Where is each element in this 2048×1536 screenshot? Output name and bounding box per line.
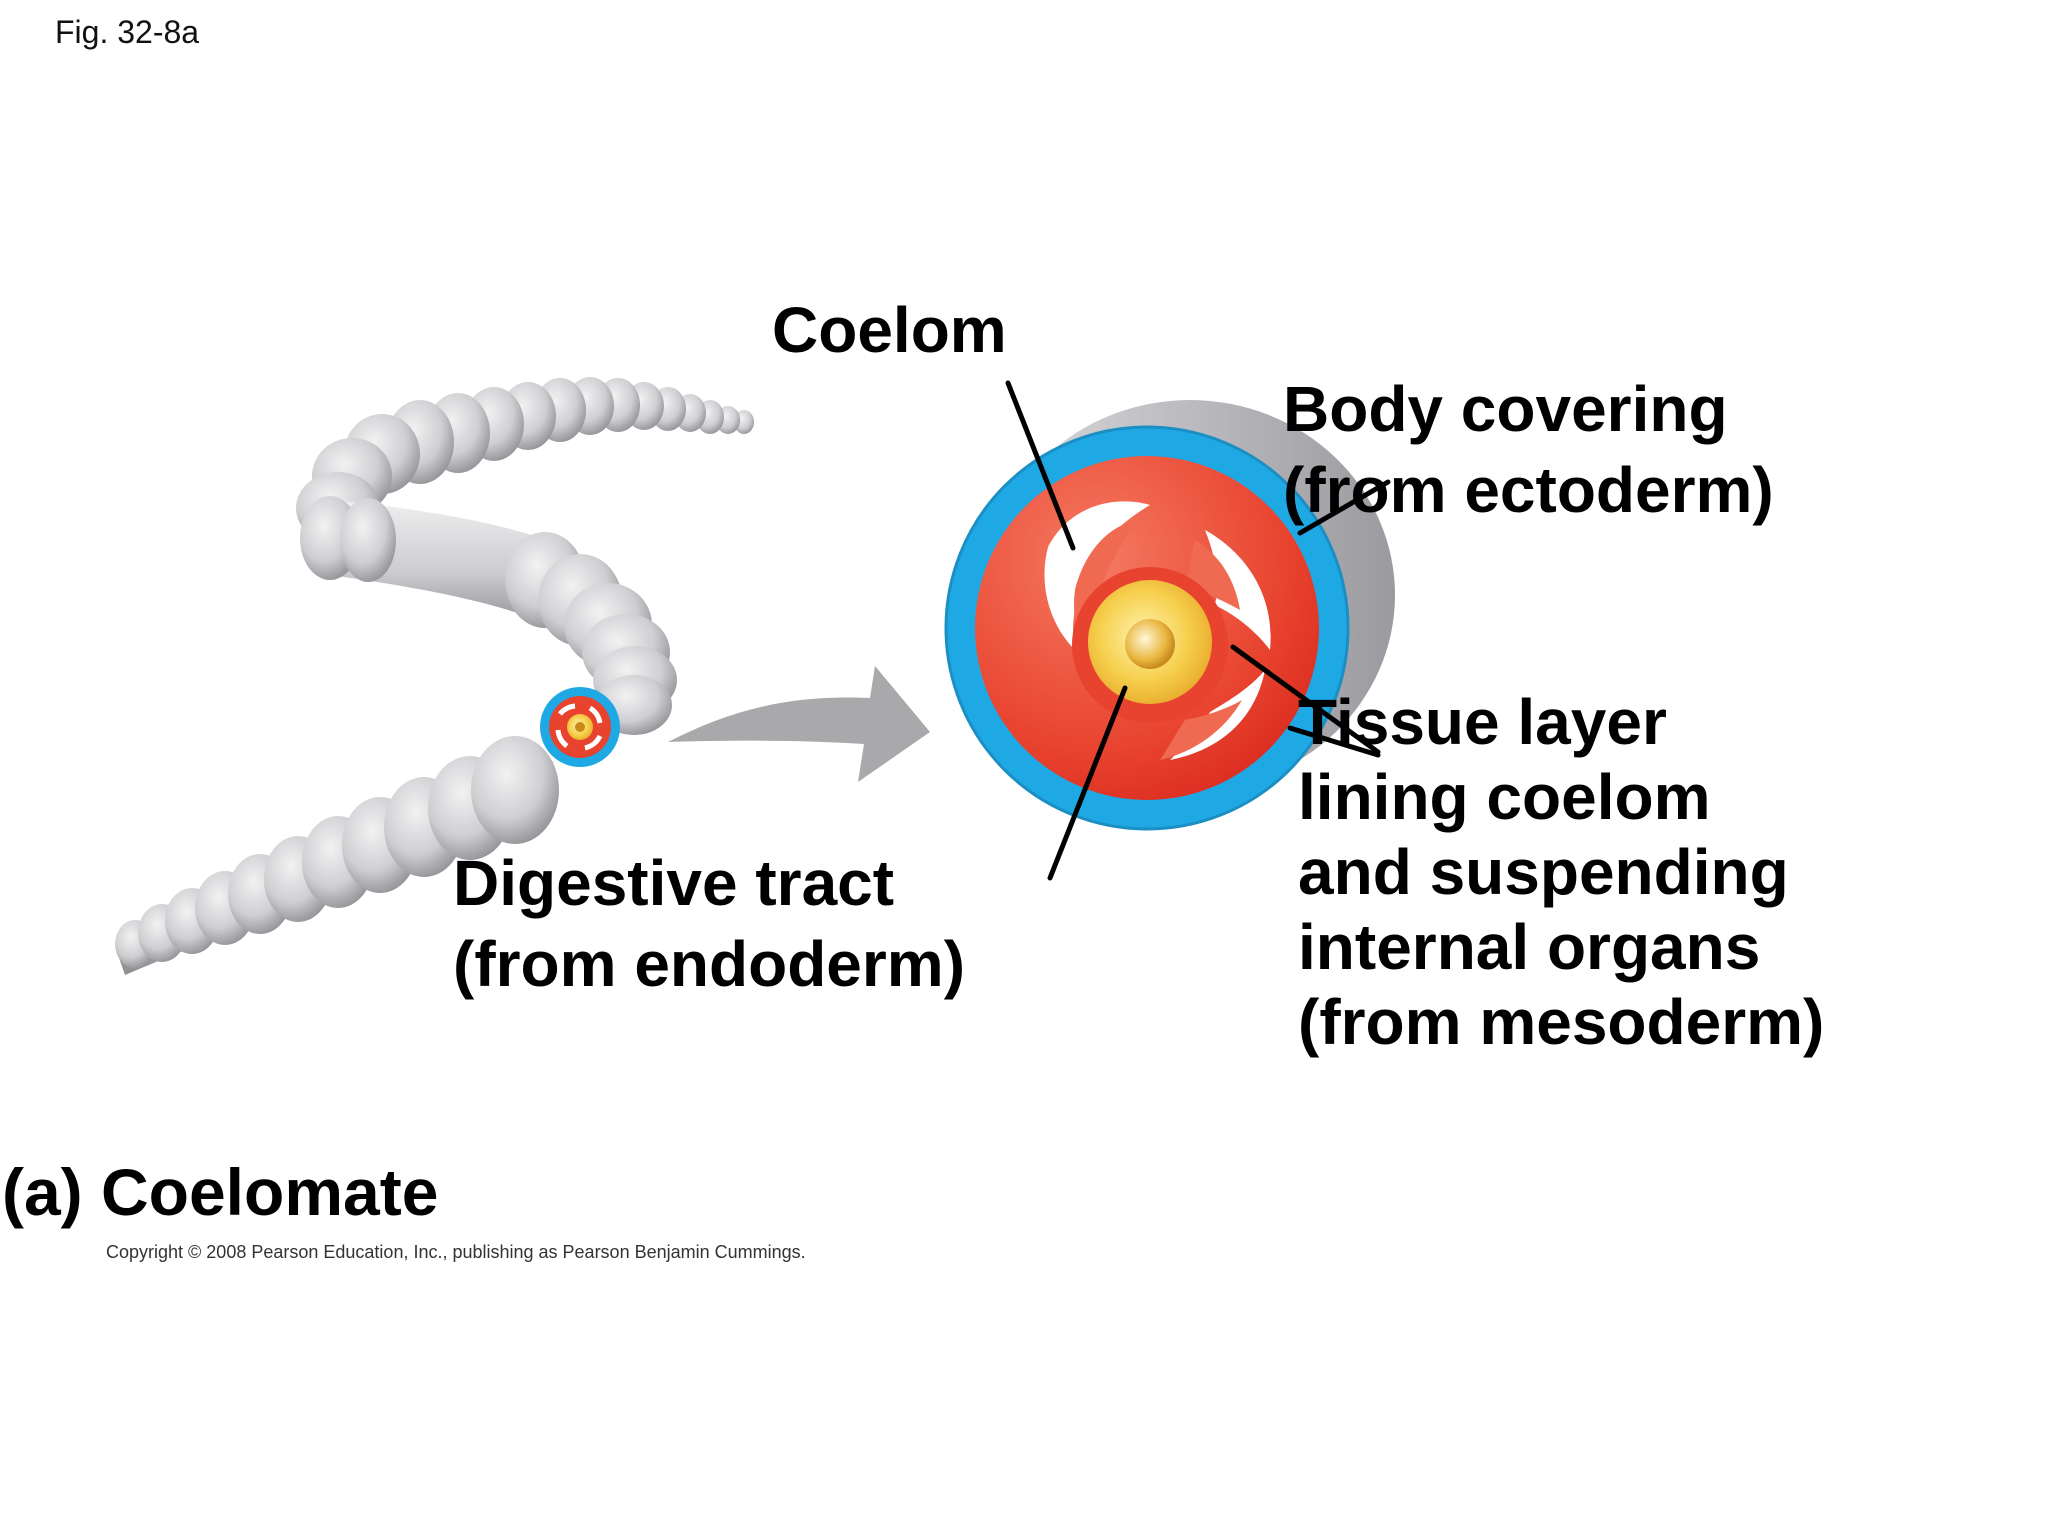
earthworm-illustration bbox=[115, 377, 754, 975]
digestive-tract-line-1: Digestive tract bbox=[453, 847, 895, 919]
copyright-notice: Copyright © 2008 Pearson Education, Inc.… bbox=[106, 1242, 806, 1262]
tissue-layer-line-5: (from mesoderm) bbox=[1298, 986, 1825, 1058]
worm-upper-segments bbox=[296, 377, 754, 544]
zoom-arrow bbox=[668, 666, 930, 782]
tissue-layer-line-2: lining coelom bbox=[1298, 761, 1711, 833]
panel-title: (a) Coelomate bbox=[2, 1155, 439, 1229]
digestive-tract-leader bbox=[1047, 685, 1128, 881]
body-covering-line-1: Body covering bbox=[1283, 373, 1728, 445]
coelom-leader bbox=[1005, 380, 1076, 551]
coelom-label: Coelom bbox=[772, 294, 1007, 366]
worm-cut-cross-section bbox=[540, 687, 620, 767]
body-covering-line-2: (from ectoderm) bbox=[1283, 454, 1774, 526]
tissue-layer-line-1: Tissue layer bbox=[1298, 686, 1667, 758]
body-covering-label: Body covering (from ectoderm) bbox=[1283, 369, 1774, 531]
tissue-layer-label: Tissue layer lining coelom and suspendin… bbox=[1298, 685, 1824, 1060]
tissue-layer-line-3: and suspending bbox=[1298, 836, 1789, 908]
body-covering-leader bbox=[1297, 479, 1391, 536]
large-cross-section bbox=[944, 400, 1395, 831]
leader-lines bbox=[1005, 380, 1391, 881]
digestive-tract-line-2: (from endoderm) bbox=[453, 928, 965, 1000]
tissue-layer-line-4: internal organs bbox=[1298, 911, 1761, 983]
digestive-tract-label: Digestive tract (from endoderm) bbox=[453, 843, 965, 1005]
gut-lumen bbox=[1125, 619, 1175, 669]
worm-lower-segments bbox=[115, 736, 559, 968]
tissue-layer-leader-1 bbox=[1230, 644, 1381, 755]
tissue-layer-leader-2 bbox=[1287, 725, 1381, 758]
figure-number: Fig. 32-8a bbox=[55, 14, 200, 50]
